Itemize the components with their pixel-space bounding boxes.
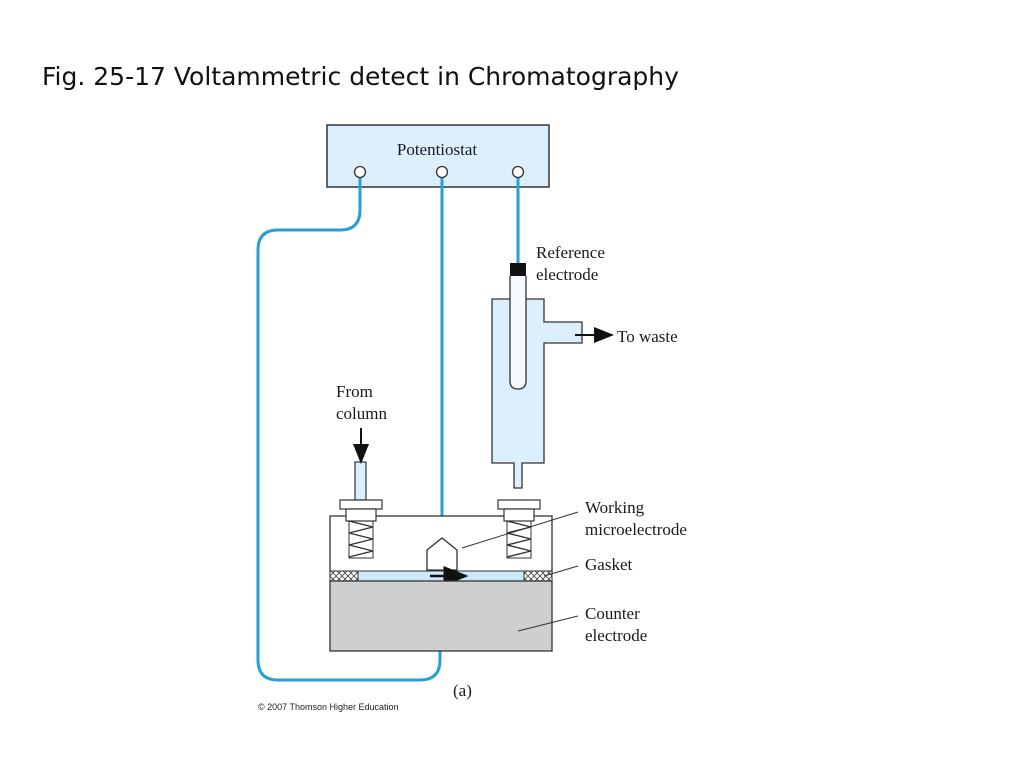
working-microelectrode-label-1: Working: [585, 498, 645, 517]
terminal-counter: [353, 165, 367, 179]
wires: [256, 178, 520, 682]
reference-electrode-label-2: electrode: [536, 265, 598, 284]
potentiostat-label: Potentiostat: [397, 140, 478, 159]
gasket-right: [523, 570, 553, 582]
counter-electrode-block: [329, 580, 553, 652]
leader-lines: [461, 511, 579, 632]
reference-electrode-label-1: Reference: [536, 243, 605, 262]
inlet-tube: [353, 428, 369, 501]
terminal-working: [435, 165, 449, 179]
inlet-fitting: [339, 499, 383, 559]
to-waste-label: To waste: [617, 327, 678, 346]
panel-label: (a): [453, 681, 472, 700]
terminal-reference: [511, 165, 525, 179]
from-column-label-2: column: [336, 404, 387, 423]
counter-electrode-wire: [256, 178, 442, 682]
counter-electrode-label-1: Counter: [585, 604, 640, 623]
working-leader: [461, 511, 579, 549]
reference-electrode-cap: [510, 263, 526, 276]
copyright-text: © 2007 Thomson Higher Education: [258, 702, 399, 712]
reference-chamber: [491, 263, 614, 489]
from-column-label-1: From: [336, 382, 373, 401]
reference-electrode-tube: [509, 276, 527, 390]
gasket-leader: [543, 565, 579, 577]
gasket-label: Gasket: [585, 555, 632, 574]
counter-leader: [517, 615, 579, 632]
potentiostat-terminals: [353, 165, 525, 179]
slide-title: Fig. 25-17 Voltammetric detect in Chroma…: [42, 62, 679, 91]
counter-electrode-label-2: electrode: [585, 626, 647, 645]
working-microelectrode-label-2: microelectrode: [585, 520, 687, 539]
gasket-left: [329, 570, 359, 582]
